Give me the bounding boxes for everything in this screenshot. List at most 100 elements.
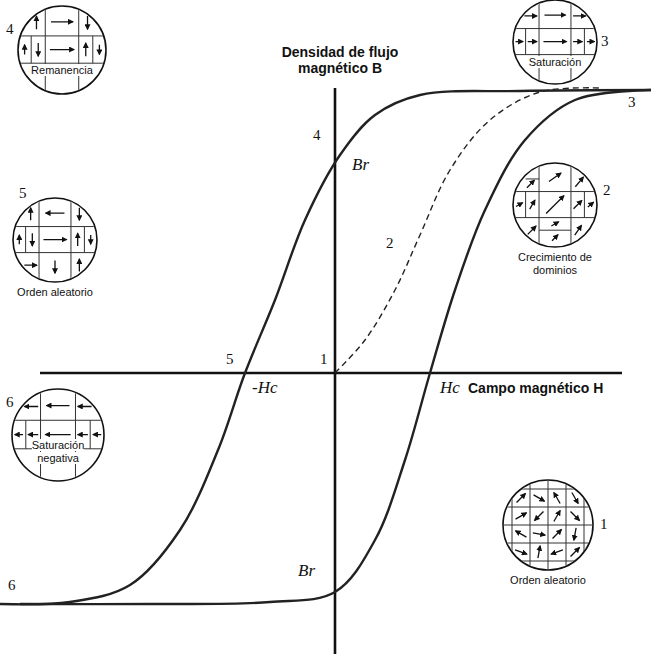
domain-wall: [570, 0, 571, 84]
domain-illustration: [18, 6, 106, 94]
domain-wall: [525, 29, 526, 55]
magnetic-moment-arrow: [527, 180, 534, 187]
magnetic-moment-arrow: [516, 531, 527, 537]
caption-box: Orden aleatorio: [498, 574, 598, 587]
magnetic-moment-arrow: [99, 45, 100, 55]
caption-box: Saturación: [519, 56, 591, 69]
caption-text: Saturación: [529, 56, 582, 68]
domain-illustration: [13, 198, 97, 282]
magnetic-moment-arrow: [30, 208, 31, 221]
magnetic-moment-arrow: [551, 222, 558, 226]
caption-box: Saturación negativa: [21, 439, 95, 464]
domain-circle: 2Crecimiento de dominios: [513, 163, 597, 247]
domain-wall: [75, 389, 76, 481]
callout-number: 1: [320, 352, 328, 367]
domain-circle-outline: [13, 198, 97, 282]
domain-circle-outline: [18, 6, 106, 94]
magnetic-moment-arrow: [538, 546, 540, 558]
magnetic-moment-arrow: [530, 200, 535, 209]
domain-wall: [25, 227, 26, 253]
hysteresis-branch: [0, 90, 651, 604]
magnetic-moment-arrow: [528, 226, 536, 234]
magnetic-moment-arrow: [552, 235, 558, 241]
domain-wall: [90, 420, 91, 449]
caption-text: Crecimiento de dominios: [518, 251, 592, 276]
domain-wall: [539, 230, 571, 231]
magnetic-moment-arrow: [573, 15, 586, 16]
domain-illustration: [503, 480, 593, 570]
callout-number: 4: [6, 22, 14, 37]
magnetic-moment-arrow: [24, 265, 37, 266]
domain-wall: [539, 0, 540, 84]
domain-circle-outline: [503, 480, 593, 570]
domain-circle: 4Remanencia: [18, 6, 106, 94]
h-axis: [40, 372, 622, 375]
caption-box: Orden aleatorio: [5, 286, 105, 299]
magnetic-moment-arrow: [575, 177, 583, 187]
magnetic-moment-arrow: [588, 202, 594, 207]
axis-title: Densidad de flujo magnético B: [260, 44, 420, 76]
domain-wall: [39, 198, 40, 282]
domain-wall: [539, 163, 540, 247]
magnetic-moment-arrow: [50, 49, 74, 50]
callout-number: 4: [313, 128, 321, 143]
caption-box: Remanencia: [26, 64, 98, 77]
axis-value: Br: [298, 562, 315, 579]
magnetic-moment-arrow: [24, 406, 38, 407]
magnetic-moment-arrow: [90, 235, 91, 244]
magnetic-moment-arrow: [515, 550, 527, 554]
callout-number: 1: [600, 517, 608, 532]
magnetic-moment-arrow: [19, 235, 20, 244]
domain-wall: [503, 543, 593, 544]
magnetic-moment-arrow: [554, 511, 560, 522]
callout-number: 2: [386, 236, 394, 251]
caption-box: Crecimiento de dominios: [510, 251, 600, 276]
magnetic-moment-arrow: [516, 41, 524, 42]
magnetic-moment-arrow: [77, 233, 78, 246]
magnetic-moment-arrow: [571, 548, 580, 557]
domain-wall: [584, 29, 585, 55]
domain-wall: [584, 480, 585, 570]
magnetic-moment-arrow: [516, 513, 527, 519]
domain-wall: [503, 561, 593, 562]
magnetic-moment-arrow: [571, 512, 580, 521]
callout-number: 5: [226, 352, 234, 367]
domain-wall: [78, 6, 79, 94]
magnetic-moment-arrow: [43, 239, 66, 240]
magnetic-moment-arrow: [575, 225, 582, 235]
domain-illustration: [513, 163, 597, 247]
domain-circle: 3Saturación: [513, 0, 597, 84]
magnetic-moment-arrow: [545, 14, 566, 15]
magnetic-moment-arrow: [78, 406, 92, 407]
magnetic-moment-arrow: [546, 196, 564, 214]
axis-value: -Hc: [252, 379, 277, 396]
magnetic-moment-arrow: [587, 41, 595, 42]
magnetic-moment-arrow: [45, 434, 70, 435]
callout-number: 2: [603, 183, 611, 198]
magnetic-moment-arrow: [28, 434, 38, 435]
domain-wall: [92, 36, 93, 63]
domain-wall: [84, 227, 85, 253]
callout-number: 5: [19, 186, 27, 201]
magnetic-moment-arrow: [535, 512, 544, 521]
domain-wall: [566, 480, 567, 570]
callout-number: 6: [6, 395, 14, 410]
magnetic-moment-arrow: [554, 493, 560, 504]
magnetic-moment-arrow: [543, 41, 566, 42]
initial-magnetization-curve: [335, 88, 600, 373]
domain-wall: [570, 163, 571, 247]
domain-circle-outline: [513, 0, 597, 84]
domain-wall: [503, 525, 593, 526]
domain-wall: [31, 36, 32, 63]
magnetic-moment-arrow: [78, 434, 88, 435]
magnetic-moment-arrow: [46, 212, 65, 213]
caption-text: Remanencia: [31, 64, 93, 76]
magnetic-moment-arrow: [573, 41, 582, 42]
callout-number: 6: [8, 578, 16, 593]
hysteresis-branch: [20, 90, 651, 604]
magnetic-moment-arrow: [38, 43, 39, 56]
magnetic-moment-arrow: [551, 550, 563, 554]
callout-number: 3: [601, 34, 609, 49]
magnetic-moment-arrow: [516, 203, 523, 207]
